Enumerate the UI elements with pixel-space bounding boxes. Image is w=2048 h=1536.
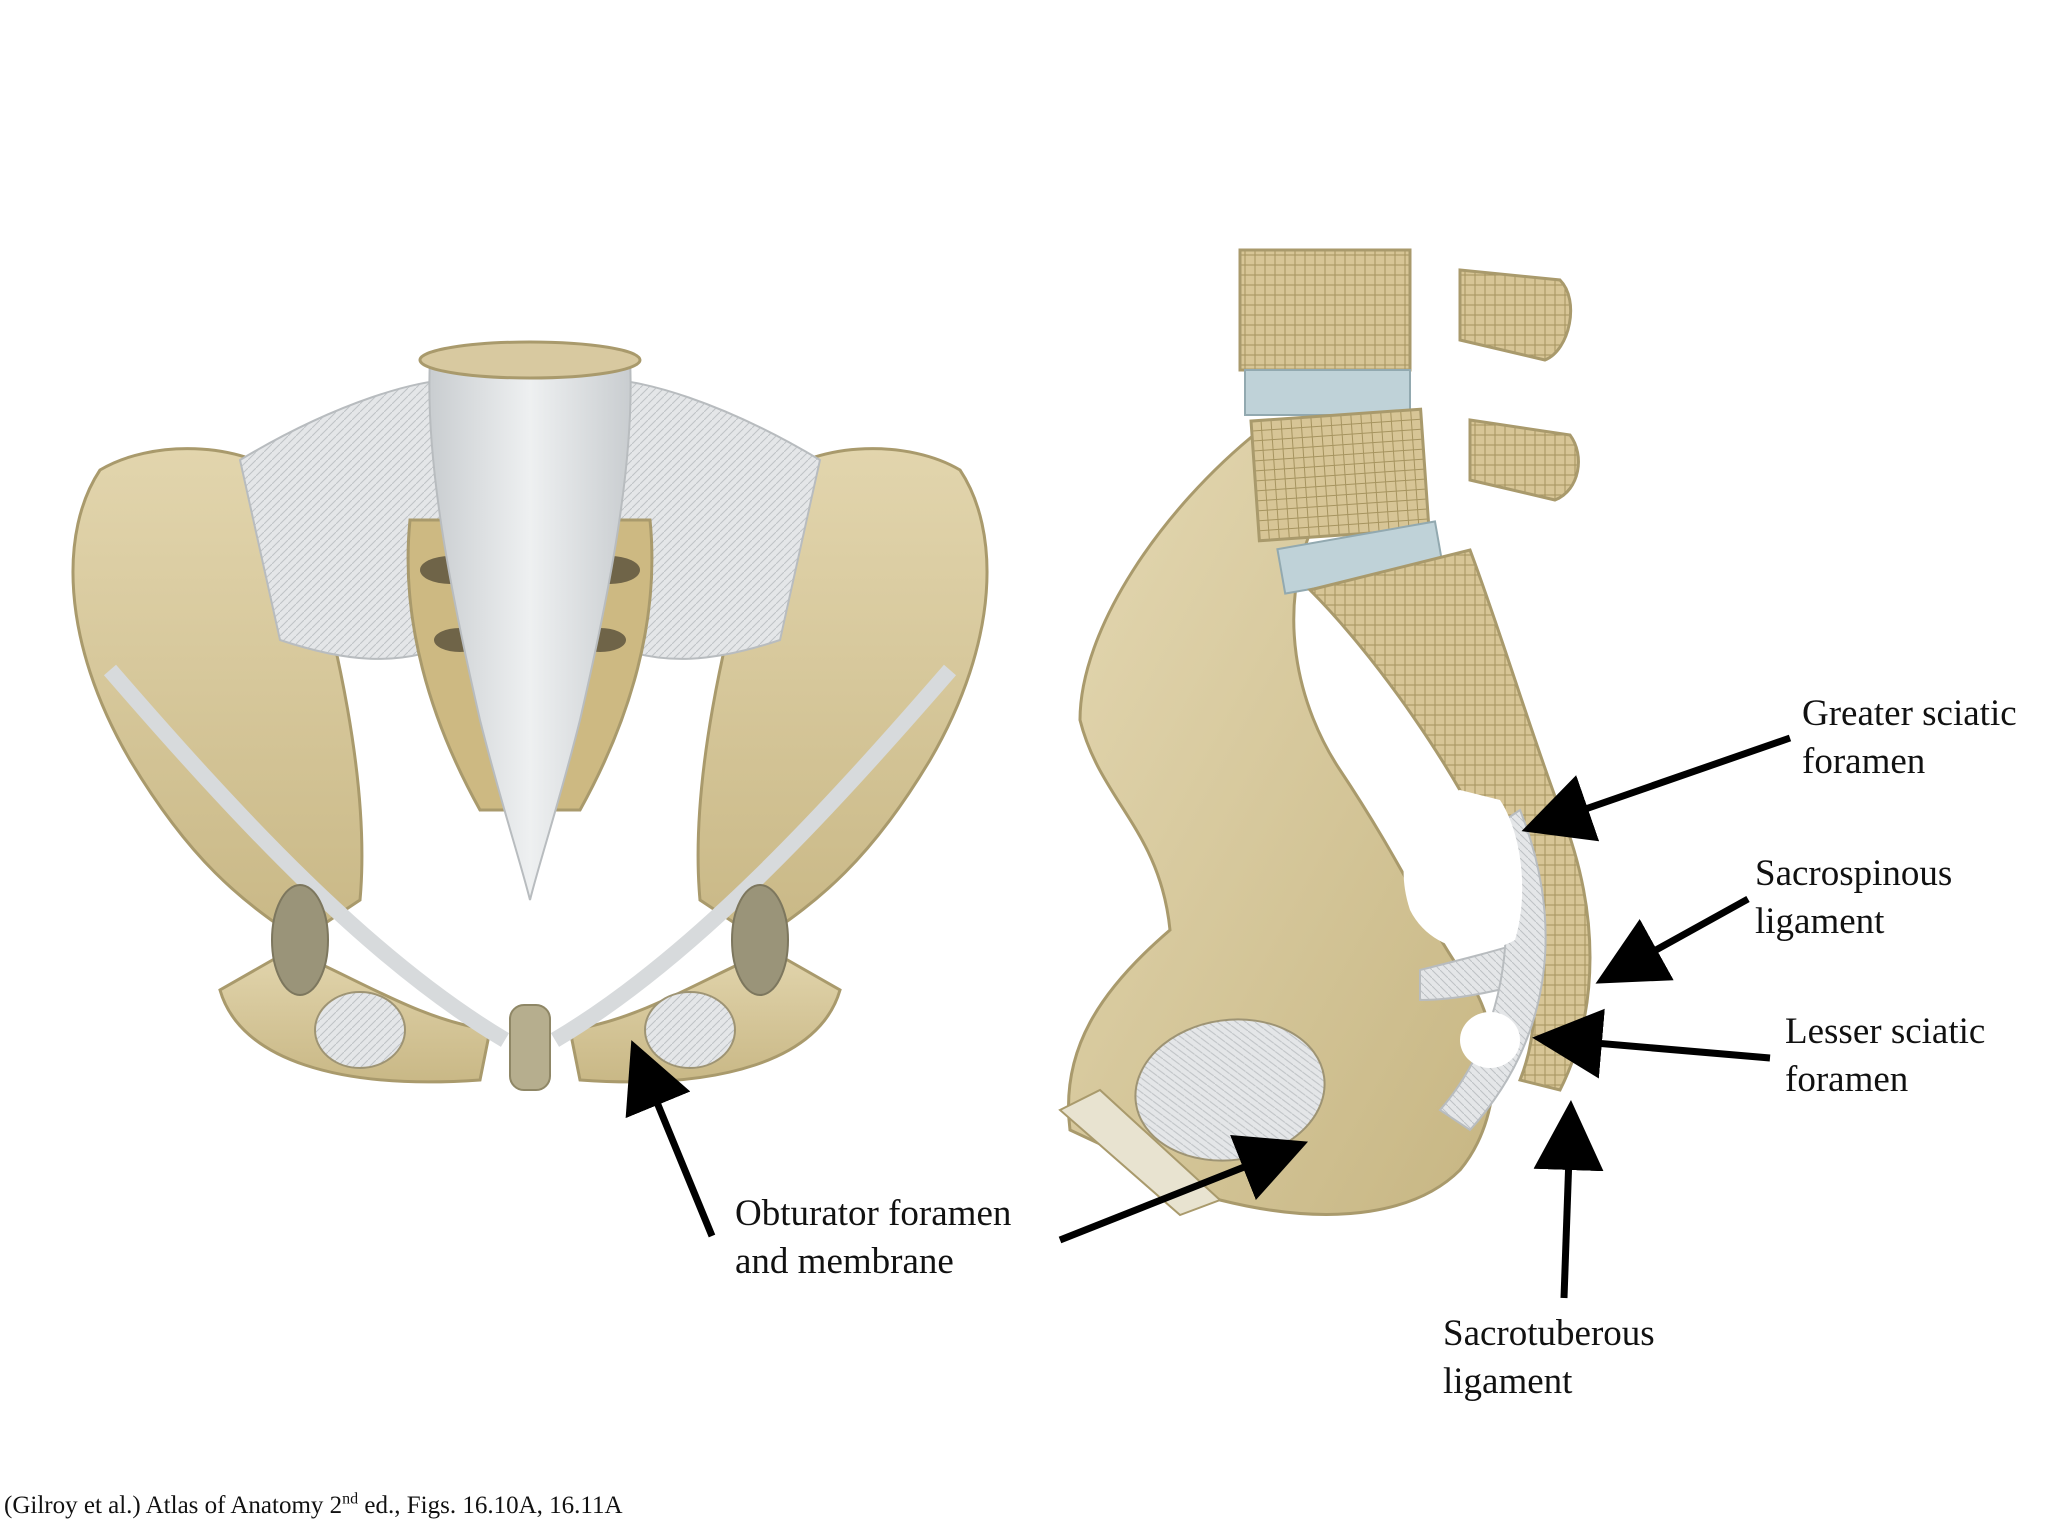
greater-sciatic-foramen-arrow [1521,734,1792,842]
label-line: Lesser sciatic [1785,1011,1986,1052]
hip-bone [1067,427,1496,1216]
greater-sciatic-opening [1403,790,1523,950]
lesser-sciatic-foramen-arrow [1532,1008,1771,1079]
greater-sciatic-foramen-label: Greater sciatic foramen [1802,690,2017,786]
right-acetabulum [271,884,329,996]
obturator-foramen-arrow-left [625,1040,716,1238]
lesser-sciatic-foramen-label: Lesser sciatic foramen [1785,1008,1985,1104]
citation: (Gilroy et al.) Atlas of Anatomy 2nd ed.… [4,1490,623,1520]
left-inguinal-ligament [550,664,957,1047]
label-line: Greater sciatic [1802,693,2017,734]
left-acetabulum [731,884,789,996]
spinous-process-upper [1458,268,1573,362]
label-line: Sacrospinous [1755,853,1953,894]
lesser-sciatic-opening [1460,1012,1520,1068]
sacrospinous-ligament-label: Sacrospinous ligament [1755,850,1952,946]
obturator-foramen-arrow-right [1058,1134,1309,1244]
right-obturator-membrane [314,991,406,1069]
sacrospinous-ligament-arrow [1595,895,1750,984]
right-inguinal-ligament [103,664,510,1047]
obturator-foramen-label: Obturator foramen and membrane [735,1190,1011,1286]
anterior-longitudinal-ligament [428,359,632,901]
label-line: ligament [1755,901,1885,942]
citation-prefix: (Gilroy et al.) Atlas of Anatomy 2 [4,1492,343,1519]
label-line: ligament [1443,1361,1573,1402]
citation-superscript: nd [342,1490,359,1508]
spinous-process-lower [1468,418,1580,502]
fifth-lumbar-vertebra [418,340,642,380]
label-line: foramen [1802,741,1926,782]
intervertebral-disc-upper [1244,369,1411,416]
anterior-pelvis-ligaments-illustration [71,340,989,1091]
lumbar-vertebra-body-lower [1249,407,1431,543]
label-line: foramen [1785,1059,1909,1100]
lumbar-vertebra-body-upper [1238,248,1412,372]
sacrotuberous-ligament-arrow [1533,1100,1604,1299]
citation-suffix: ed., Figs. 16.10A, 16.11A [358,1492,623,1519]
label-line: Sacrotuberous [1443,1313,1655,1354]
sacrotuberous-ligament-label: Sacrotuberous ligament [1443,1310,1655,1406]
pubic-symphysis-face [1058,1088,1222,1217]
label-line: Obturator foramen [735,1193,1012,1234]
label-line: and membrane [735,1241,954,1282]
pubic-symphysis [509,1004,551,1091]
